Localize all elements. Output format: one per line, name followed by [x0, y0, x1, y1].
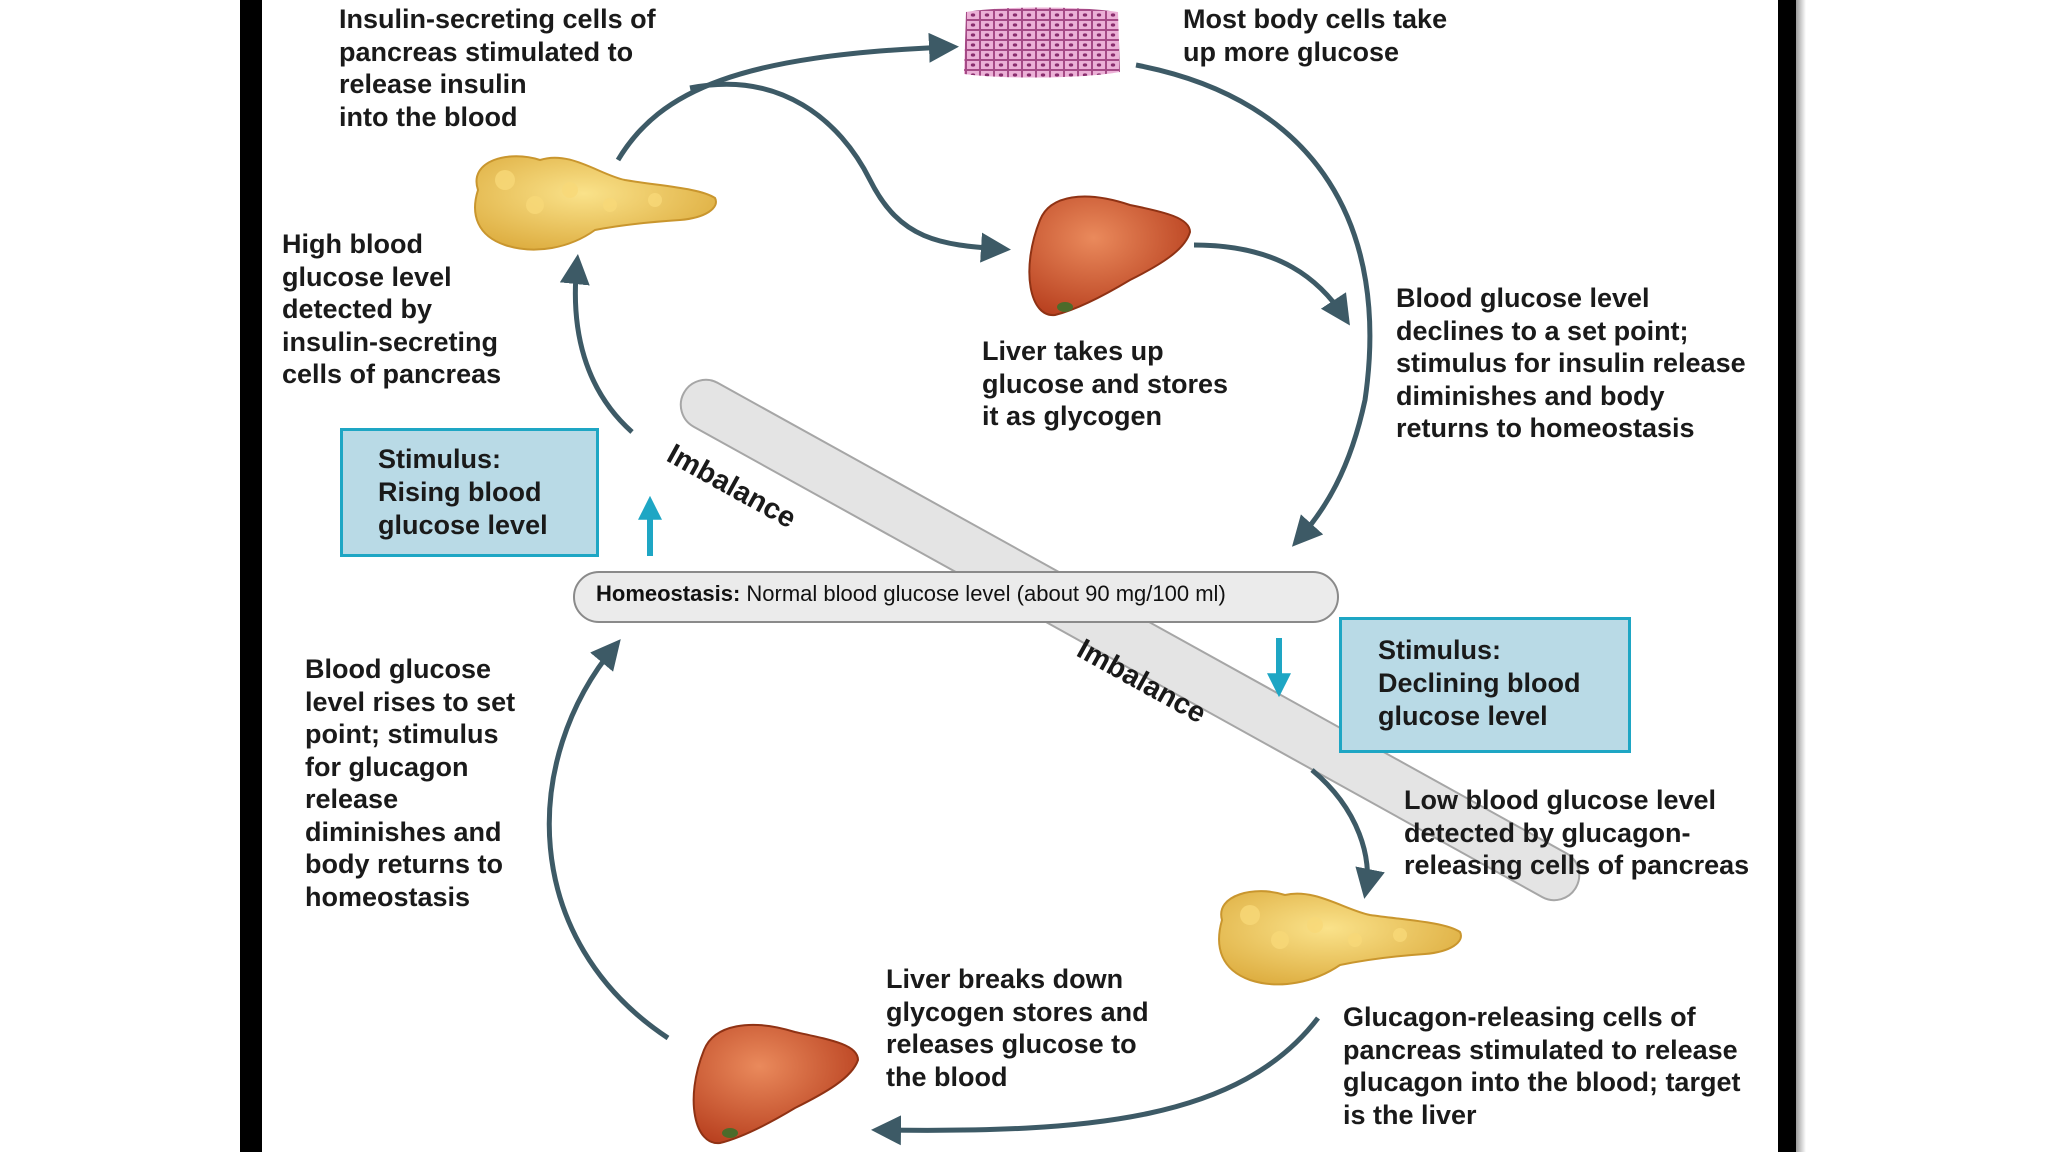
glucose-rises-text: Blood glucose level rises to set point; … [305, 654, 516, 912]
arrow-to-pancreas-bottom [1310, 768, 1385, 899]
homeostasis-bar [573, 571, 1339, 623]
liver-breaks-text: Liver breaks down glycogen stores and re… [886, 964, 1149, 1092]
glucose-declines-text: Blood glucose level declines to a set po… [1396, 283, 1746, 443]
insulin-release-text: Insulin-secreting cells of pancreas stim… [339, 4, 656, 132]
body-cells-icon [964, 7, 1120, 78]
right-frame-bar [1778, 0, 1796, 1152]
homeostasis-title: Homeostasis: [596, 581, 741, 606]
liver-icon-top [1028, 195, 1192, 317]
pancreas-icon-bottom [1218, 890, 1462, 986]
homeostasis-description: Normal blood glucose level (about 90 mg/… [746, 581, 1226, 606]
arrow-to-pancreas-top [559, 254, 634, 434]
homeostasis-label: Homeostasis: Normal blood glucose level … [596, 581, 1226, 607]
stimulus-rising-box: Stimulus: Rising blood glucose level [340, 428, 599, 557]
arrow-to-body-cells [615, 32, 959, 162]
left-frame-bar [240, 0, 262, 1152]
liver-icon-bottom [692, 1023, 860, 1145]
arrow-to-liver-bottom [871, 1016, 1320, 1146]
stimulus-declining-box: Stimulus: Declining blood glucose level [1339, 617, 1631, 753]
arrow-to-liver-top [689, 81, 1011, 263]
high-glucose-detected-text: High blood glucose level detected by ins… [282, 229, 502, 389]
body-cells-text: Most body cells take up more glucose [1183, 4, 1448, 67]
glucagon-release-text: Glucagon-releasing cells of pancreas sti… [1343, 1002, 1741, 1130]
arrow-to-homeostasis-left [546, 639, 670, 1041]
arrow-to-homeostasis-right [1135, 62, 1373, 547]
right-frame-shadow [1796, 0, 1806, 1152]
liver-stores-text: Liver takes up glucose and stores it as … [982, 336, 1229, 431]
pancreas-icon-top [474, 155, 717, 251]
arrow-liver-to-decline [1193, 242, 1350, 326]
low-glucose-detected-text: Low blood glucose level detected by gluc… [1404, 785, 1750, 880]
